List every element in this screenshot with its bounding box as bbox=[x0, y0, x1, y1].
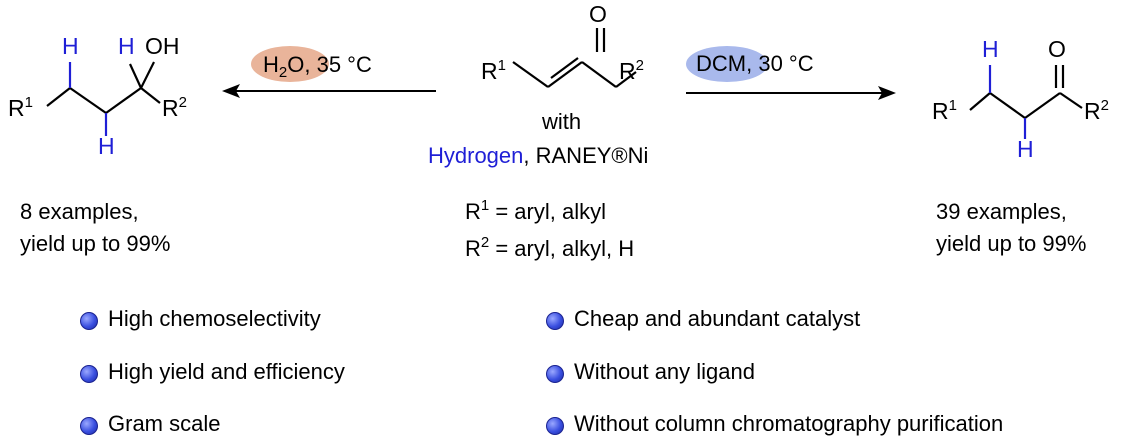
feature-right-2: Without any ligand bbox=[574, 359, 755, 384]
right-carbonyl-oxygen: O bbox=[1048, 36, 1066, 62]
left-yield: yield up to 99% bbox=[20, 231, 171, 256]
with-label: with bbox=[542, 109, 582, 134]
feature-left-2: High yield and efficiency bbox=[108, 359, 345, 384]
left-solvent-pill bbox=[251, 46, 329, 82]
bullet-icon bbox=[80, 312, 98, 330]
center-carbonyl-oxygen: O bbox=[589, 1, 607, 27]
right-condition-label: DCM, 30 °C bbox=[696, 51, 814, 76]
r2-definition: R2 = aryl, alkyl, H bbox=[465, 234, 635, 261]
left-condition-label: H2O, 35 °C bbox=[263, 52, 372, 81]
r1-definition: R1 = aryl, alkyl bbox=[465, 197, 606, 224]
right-product-h-bonds bbox=[988, 65, 1027, 139]
bullet-icon bbox=[546, 417, 564, 435]
left-h-atom-top: H bbox=[62, 33, 79, 59]
right-solvent-pill bbox=[686, 46, 768, 82]
center-r1-group: R1 bbox=[481, 57, 506, 84]
right-product-bonds bbox=[969, 65, 1083, 119]
left-r2-group: R2 bbox=[162, 94, 187, 121]
right-arrow-head bbox=[878, 86, 896, 100]
left-hydroxyl-group: OH bbox=[145, 33, 180, 59]
right-h-atom-bottom: H bbox=[1017, 136, 1034, 162]
left-product-bonds bbox=[46, 61, 161, 114]
bullet-icon bbox=[546, 365, 564, 383]
right-r2-group: R2 bbox=[1084, 97, 1109, 124]
left-h-atom-bottom: H bbox=[98, 133, 115, 159]
reagent-label: Hydrogen, RANEY®Ni bbox=[428, 143, 649, 168]
right-r1-group: R1 bbox=[932, 97, 957, 124]
right-h-atom-top: H bbox=[982, 36, 999, 62]
bullet-icon bbox=[80, 365, 98, 383]
left-h-atom-carbinol: H bbox=[118, 33, 135, 59]
left-r1-group: R1 bbox=[8, 94, 33, 121]
bullet-icon bbox=[80, 417, 98, 435]
bullet-icon bbox=[546, 312, 564, 330]
left-product-h-bonds bbox=[68, 62, 108, 136]
center-enone-bonds bbox=[512, 28, 637, 88]
feature-right-3: Without column chromatography purificati… bbox=[574, 411, 1004, 436]
feature-right-1: Cheap and abundant catalyst bbox=[574, 306, 861, 331]
right-yield: yield up to 99% bbox=[936, 231, 1087, 256]
feature-left-1: High chemoselectivity bbox=[108, 306, 321, 331]
center-r2-group: R2 bbox=[619, 57, 644, 84]
right-example-count: 39 examples, bbox=[936, 199, 1067, 224]
left-arrow-head bbox=[222, 84, 240, 98]
left-example-count: 8 examples, bbox=[20, 199, 139, 224]
feature-left-3: Gram scale bbox=[108, 411, 221, 436]
